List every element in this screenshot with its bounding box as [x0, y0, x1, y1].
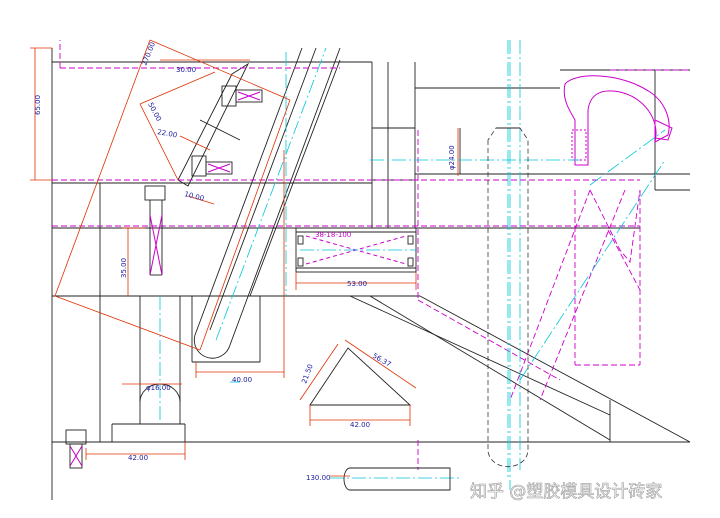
mold-outline [51, 47, 691, 500]
dim-50: 50.00 [146, 101, 162, 122]
dim-42-bottom: 42.00 [128, 454, 148, 462]
dim-35: 35.00 [120, 258, 128, 278]
hidden-lines [52, 40, 688, 470]
dim-53: 53.00 [347, 280, 367, 288]
block-label: 38-18-100 [315, 231, 351, 239]
screw-bottom-left [65, 429, 87, 469]
screw-left [144, 185, 166, 276]
vertical-pin [487, 127, 529, 467]
watermark: 知乎 @塑胶模具设计砖家 [470, 482, 662, 502]
screw-guide-top [221, 85, 263, 107]
slider-insert [563, 75, 673, 166]
dim-130: 130.00 [306, 474, 331, 482]
screw-guide-bottom [191, 155, 233, 177]
centerlines [159, 40, 666, 490]
dim-phi16: φ16.00 [146, 384, 171, 392]
dim-phi24: φ24.00 [448, 145, 456, 170]
dim-30: 30.00 [176, 66, 196, 74]
dim-56-37: 56.37 [371, 352, 392, 369]
dimension-lines [30, 39, 459, 477]
dim-42-triangle: 42.00 [350, 421, 370, 429]
horizontal-pin [343, 467, 451, 491]
dim-65: 65.00 [34, 95, 42, 115]
dim-22: 22.00 [157, 128, 178, 139]
dim-10: 10.00 [184, 190, 205, 203]
dim-40: 40.00 [232, 376, 252, 384]
dim-270: 270.00 [140, 41, 157, 67]
